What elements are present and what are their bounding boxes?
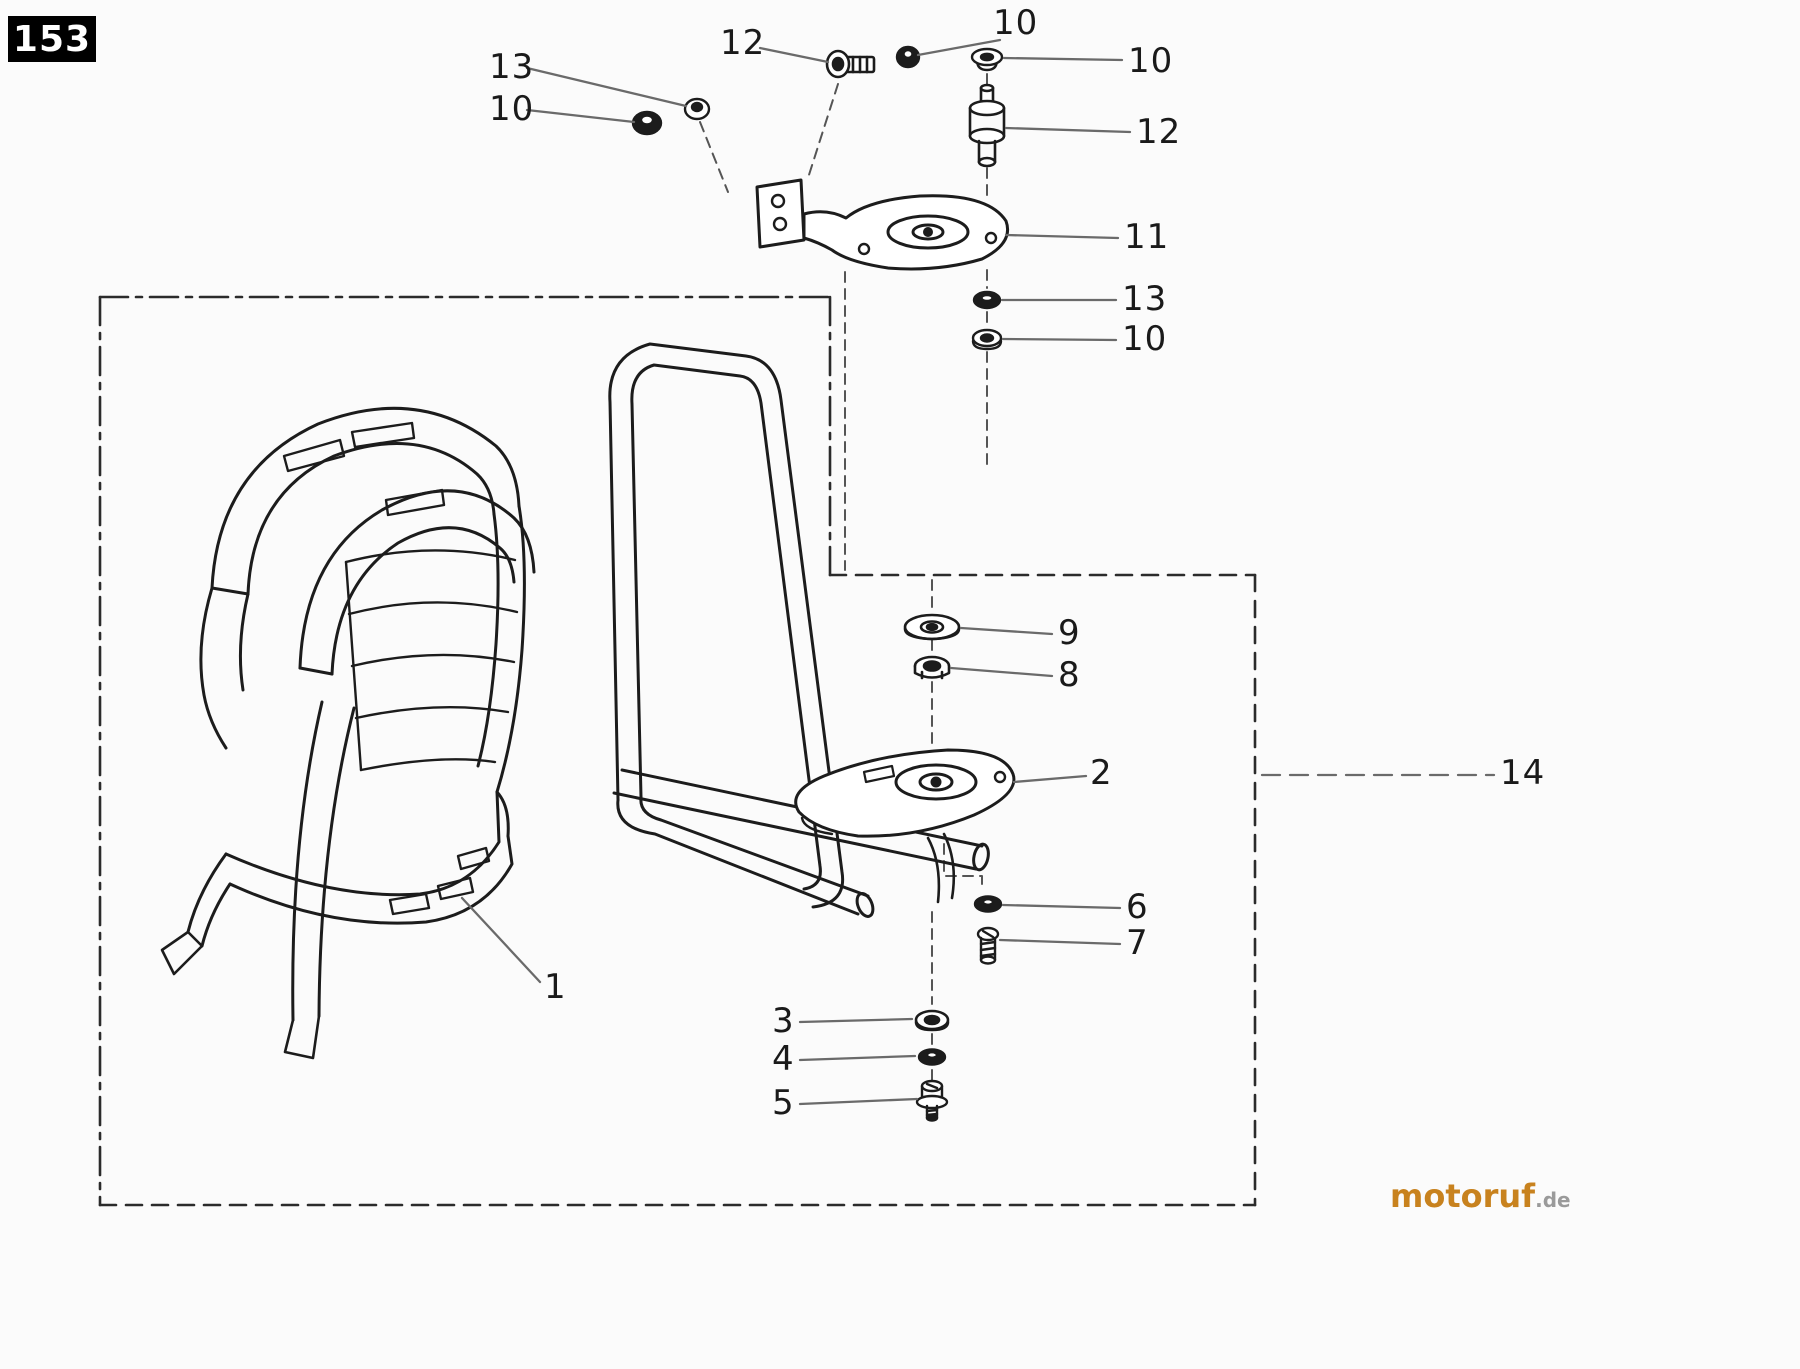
watermark-name: motoruf — [1390, 1177, 1536, 1215]
watermark-logo: motoruf.de — [1390, 1180, 1571, 1212]
part-label-9: 9 — [1058, 613, 1081, 653]
part-10-nut-top — [895, 45, 921, 69]
watermark-suffix: .de — [1535, 1188, 1571, 1212]
assembly-axis-lines — [699, 73, 988, 1081]
part-6-washer — [973, 895, 1003, 913]
part-label-8: 8 — [1058, 655, 1081, 695]
part-label-12: 12 — [1136, 112, 1182, 152]
part-12-vibration-mount — [968, 83, 1006, 168]
part-label-10: 10 — [1122, 319, 1168, 359]
page-number-badge: 153 — [8, 16, 96, 62]
part-label-10: 10 — [489, 89, 535, 129]
leader-lines — [460, 38, 1496, 1106]
boundary-chain-box — [98, 295, 832, 1207]
part-5-screw — [915, 1079, 949, 1122]
part-label-10: 10 — [1128, 41, 1174, 81]
part-9-washer — [903, 613, 961, 641]
part-8-nut — [913, 655, 951, 680]
part-label-10: 10 — [993, 3, 1039, 43]
part-label-6: 6 — [1126, 887, 1149, 927]
part-12-bolt — [825, 49, 876, 79]
part-label-14: 14 — [1500, 753, 1546, 793]
part-label-11: 11 — [1124, 217, 1170, 257]
part-10-washer — [971, 328, 1003, 351]
boundary-dashed-box — [98, 573, 1257, 1207]
part-10-flange-nut — [970, 47, 1004, 72]
part-label-13: 13 — [489, 47, 535, 87]
part-11-bracket-plate — [755, 178, 1009, 271]
part-10-nut-left — [631, 110, 663, 136]
part-label-4: 4 — [772, 1039, 795, 1079]
part-label-2: 2 — [1090, 753, 1113, 793]
part-13-lock-washer — [972, 290, 1002, 310]
part-label-12: 12 — [720, 23, 766, 63]
part-3-washer — [914, 1009, 950, 1032]
part-label-5: 5 — [772, 1083, 795, 1123]
part-1-backpack-pad — [160, 406, 536, 1060]
part-2-mount-plate — [794, 748, 1016, 904]
part-label-7: 7 — [1126, 923, 1149, 963]
part-label-3: 3 — [772, 1001, 795, 1041]
part-13-washer-left — [683, 97, 711, 121]
part-label-13: 13 — [1122, 279, 1168, 319]
part-7-screw — [976, 926, 1000, 965]
part-4-lock-washer — [917, 1048, 947, 1066]
part-label-1: 1 — [544, 967, 567, 1007]
